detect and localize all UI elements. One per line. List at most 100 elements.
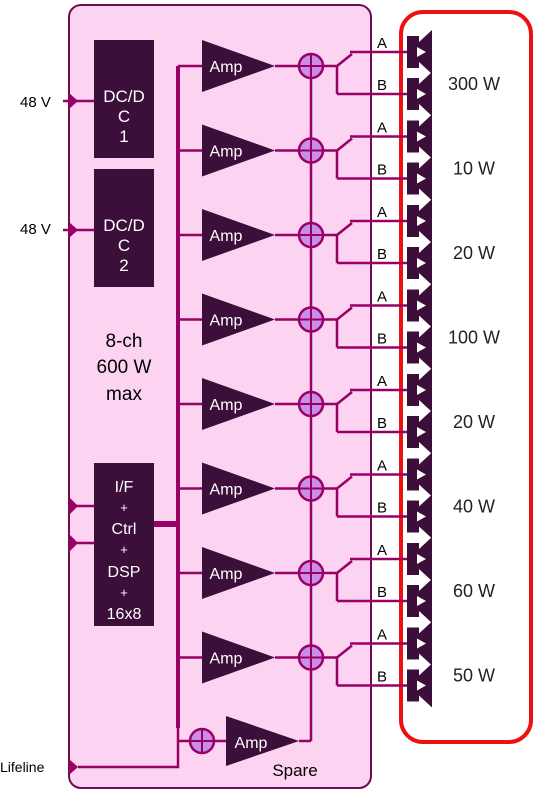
relay-label-a-7: A <box>377 542 387 559</box>
control-line-4: + <box>120 542 128 557</box>
speaker-magnet-a-4 <box>407 289 419 322</box>
amp-2 <box>202 124 275 177</box>
amp-label-5: Amp <box>210 397 243 414</box>
summary-line-2: 600 W <box>97 357 152 378</box>
speaker-magnet-b-1 <box>407 78 419 110</box>
spare-amp <box>226 716 299 766</box>
speaker-magnet-a-5 <box>407 374 419 406</box>
relay-label-a-4: A <box>377 289 387 306</box>
speaker-magnet-b-4 <box>407 331 419 364</box>
dcdc-1-line-1: DC/D <box>103 87 145 106</box>
relay-blade-8 <box>336 644 353 659</box>
relay-blade-4 <box>336 306 353 321</box>
control-line-7: 16x8 <box>107 606 142 623</box>
amp-4 <box>202 293 275 346</box>
dcdc-2-line-1: DC/D <box>103 216 145 235</box>
load-highlight-box <box>399 10 533 744</box>
relay-blade-5 <box>336 391 353 405</box>
relay-label-b-7: B <box>377 584 387 601</box>
control-line-3: Ctrl <box>112 521 137 538</box>
speaker-magnet-a-2 <box>407 120 419 153</box>
input-label-1: 48 V <box>20 94 51 111</box>
relay-blade-3 <box>336 222 353 236</box>
amp-3 <box>202 209 275 261</box>
relay-label-a-6: A <box>377 458 387 475</box>
relay-label-a-8: A <box>377 627 387 644</box>
relay-label-b-5: B <box>377 415 387 432</box>
amp-6 <box>202 462 275 515</box>
speaker-arrow-a-6 <box>417 469 426 480</box>
relay-label-b-1: B <box>377 77 387 94</box>
control-line-2: + <box>120 500 128 515</box>
relay-blade-2 <box>336 137 353 152</box>
channel-power-5: 20 W <box>453 412 495 432</box>
input-label-2: 48 V <box>20 221 51 238</box>
channel-power-6: 40 W <box>453 497 495 517</box>
dcdc-block-1 <box>94 40 154 158</box>
speaker-magnet-a-6 <box>407 458 419 491</box>
relay-label-a-1: A <box>377 35 387 52</box>
speaker-magnet-b-2 <box>407 162 419 195</box>
lifeline-bus <box>78 741 180 769</box>
amp-label-4: Amp <box>210 313 243 330</box>
speaker-arrow-b-8 <box>417 680 426 691</box>
speaker-magnet-b-7 <box>407 585 419 617</box>
input-connector-2 <box>69 222 78 238</box>
relay-label-b-8: B <box>377 669 387 686</box>
channel-power-2: 10 W <box>453 159 495 179</box>
speaker-magnet-b-6 <box>407 500 419 533</box>
control-line-6: + <box>120 585 128 600</box>
input-connector-1 <box>69 93 78 109</box>
speaker-magnet-a-8 <box>407 627 419 660</box>
amp-1 <box>202 40 275 92</box>
speaker-magnet-a-7 <box>407 543 419 575</box>
summary-line-1: 8-ch <box>106 331 143 352</box>
speaker-magnet-b-3 <box>407 247 419 279</box>
speaker-magnet-a-1 <box>407 36 419 68</box>
relay-label-b-2: B <box>377 162 387 179</box>
speaker-arrow-b-7 <box>417 596 426 606</box>
dcdc-2-line-3: 2 <box>119 256 128 275</box>
relay-label-a-5: A <box>377 373 387 390</box>
speaker-arrow-a-7 <box>417 554 426 564</box>
control-line-1: I/F <box>115 479 134 496</box>
control-line-5: DSP <box>108 564 141 581</box>
channel-power-7: 60 W <box>453 581 495 601</box>
relay-label-b-3: B <box>377 246 387 263</box>
amp-label-6: Amp <box>210 482 243 499</box>
spare-label: Spare <box>272 761 317 780</box>
amp-label-3: Amp <box>210 228 243 245</box>
speaker-arrow-a-4 <box>417 300 426 311</box>
dcdc-block-2 <box>94 169 154 287</box>
relay-blade-6 <box>336 475 353 490</box>
spare-amp-label: Amp <box>235 735 268 752</box>
speaker-arrow-b-5 <box>417 427 426 437</box>
channel-power-1: 300 W <box>448 74 500 94</box>
speaker-arrow-b-2 <box>417 173 426 184</box>
amp-5 <box>202 378 275 430</box>
channel-power-3: 20 W <box>453 243 495 263</box>
speaker-arrow-b-4 <box>417 342 426 353</box>
dcdc-1-line-2: C <box>118 107 130 126</box>
relay-label-a-3: A <box>377 204 387 221</box>
relay-blade-1 <box>336 53 353 67</box>
speaker-arrow-a-2 <box>417 131 426 142</box>
speaker-magnet-b-8 <box>407 669 419 702</box>
relay-label-b-6: B <box>377 500 387 517</box>
speaker-arrow-b-3 <box>417 258 426 268</box>
channel-power-4: 100 W <box>448 328 500 348</box>
control-connector-2 <box>69 534 78 552</box>
speaker-arrow-b-1 <box>417 89 426 99</box>
control-connector-1 <box>69 497 78 515</box>
amp-label-8: Amp <box>210 651 243 668</box>
lifeline-connector <box>69 759 78 775</box>
speaker-arrow-a-1 <box>417 47 426 57</box>
dcdc-2-line-2: C <box>118 236 130 255</box>
speaker-arrow-a-8 <box>417 638 426 649</box>
speaker-magnet-a-3 <box>407 205 419 237</box>
relay-label-a-2: A <box>377 120 387 137</box>
channel-power-8: 50 W <box>453 666 495 686</box>
amp-label-7: Amp <box>210 566 243 583</box>
